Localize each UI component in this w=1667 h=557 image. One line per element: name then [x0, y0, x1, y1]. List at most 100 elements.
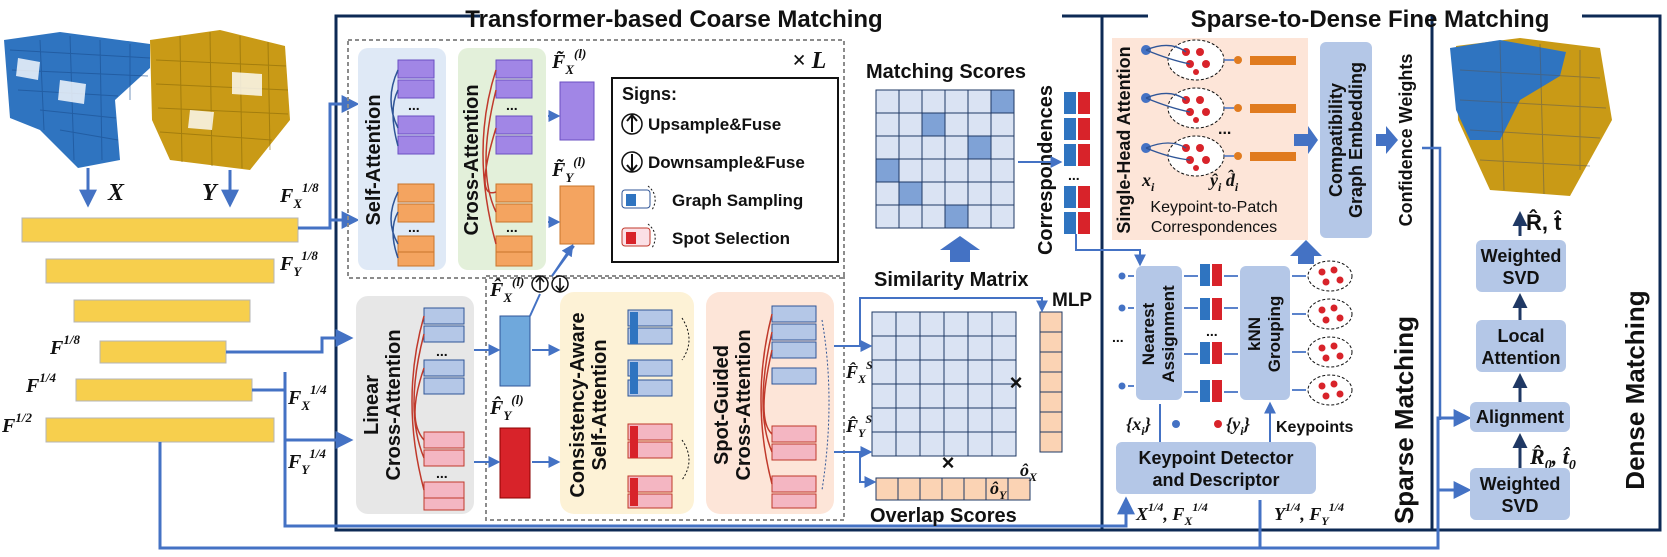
svd-bottom-label-2: SVD	[1501, 496, 1538, 516]
grid-cell	[991, 335, 1017, 361]
grid-cell	[897, 477, 921, 501]
svg-text:...: ...	[408, 219, 420, 235]
grid-cell	[991, 311, 1017, 337]
sign-graph-sampling: Graph Sampling	[672, 191, 803, 210]
grid-cell	[967, 383, 993, 409]
grid-cell	[895, 359, 921, 385]
signs-title: Signs:	[622, 84, 677, 104]
linear-label: Linear	[361, 375, 383, 435]
svg-text:...: ...	[408, 97, 420, 113]
overlap-row	[875, 477, 1031, 501]
input-x-feat: X1/4, FX1/4	[1135, 500, 1208, 528]
compat-label-1: Compatibility	[1326, 83, 1346, 197]
detector-label-2: and Descriptor	[1152, 470, 1279, 490]
self-attention-label: Self-Attention	[363, 94, 385, 225]
single-head-label: Single-Head Attention	[1114, 46, 1134, 233]
knn-grouping-box	[1240, 266, 1290, 400]
grid-cell	[898, 181, 923, 206]
grid-cell	[963, 477, 987, 501]
grid-cell	[919, 383, 945, 409]
svd-top-label-2: SVD	[1502, 268, 1539, 288]
set-x-label: {xi}	[1126, 414, 1152, 438]
grid-cell	[921, 158, 946, 183]
grid-cell	[895, 407, 921, 433]
svg-text:...: ...	[506, 97, 518, 113]
matching-scores-grid	[875, 89, 1015, 229]
grid-cell	[990, 112, 1015, 137]
grid-cell	[967, 135, 992, 160]
local-attn-label-2: Attention	[1482, 348, 1561, 368]
knn-label-1: kNN	[1245, 317, 1264, 351]
compatibility-box	[1320, 42, 1372, 238]
consistency-token-stacks	[627, 309, 690, 509]
grid-cell	[875, 89, 900, 114]
grid-cell	[944, 181, 969, 206]
sparse-title: Sparse Matching	[1389, 316, 1419, 524]
grid-cell	[919, 335, 945, 361]
grid-cell	[898, 158, 923, 183]
grid-cell	[1039, 331, 1063, 353]
grid-cell	[990, 135, 1015, 160]
matching-scores-label: Matching Scores	[866, 61, 1026, 83]
nearest-label-2: Assignment	[1159, 285, 1178, 383]
grid-cell	[944, 89, 969, 114]
grid-cell	[919, 311, 945, 337]
grid-cell	[895, 383, 921, 409]
repeat-label: × L	[792, 48, 826, 74]
up-arrow-to-matching	[940, 236, 980, 262]
alignment-box	[1470, 402, 1570, 432]
confidence-label: Confidence Weights	[1396, 54, 1416, 227]
sign-spot-selection: Spot Selection	[672, 229, 790, 248]
input-y-label: Y	[202, 180, 219, 206]
svg-text:...: ...	[436, 465, 448, 481]
nearest-label-1: Nearest	[1139, 302, 1158, 365]
kp-patch-label-1: Keypoint-to-Patch	[1150, 199, 1277, 216]
grid-cell	[967, 181, 992, 206]
fy-hat-block	[499, 427, 531, 499]
grid-cell	[898, 204, 923, 229]
grid-cell	[919, 359, 945, 385]
grid-cell	[944, 204, 969, 229]
grid-cell	[921, 204, 946, 229]
grid-cell	[943, 359, 969, 385]
yi-di-label: ŷi d̂i	[1208, 169, 1239, 194]
grid-cell	[943, 383, 969, 409]
fine-frame	[1102, 14, 1662, 532]
cross-attn-token-stacks: ... ...	[482, 59, 533, 267]
grid-cell	[943, 407, 969, 433]
grid-cell	[895, 335, 921, 361]
single-head-rows	[1141, 39, 1296, 177]
grid-cell	[1039, 311, 1063, 333]
grid-cell	[871, 311, 897, 337]
grid-cell	[875, 204, 900, 229]
grid-cell	[921, 135, 946, 160]
grid-cell	[967, 89, 992, 114]
rt-hat-label: R̂, t̂	[1526, 209, 1562, 235]
coarse-title: Transformer-based Coarse Matching	[465, 6, 882, 33]
svd-bottom-label-1: Weighted	[1480, 474, 1561, 494]
grid-cell	[871, 335, 897, 361]
coarse-upper-dashed	[347, 39, 845, 279]
mlp-label: MLP	[1052, 290, 1092, 311]
svg-text:...: ...	[1112, 329, 1124, 345]
grid-cell	[871, 383, 897, 409]
grid-cell	[967, 359, 993, 385]
fx-tilde-label: F̃X(l)	[551, 46, 586, 77]
svg-text:...: ...	[1206, 323, 1218, 339]
cross-attention-label: Cross-Attention	[461, 84, 483, 235]
correspondence-tokens: ...	[1064, 92, 1090, 234]
input-y-feat: Y1/4, FY1/4	[1274, 500, 1344, 528]
grid-cell	[871, 359, 897, 385]
grid-cell	[990, 204, 1015, 229]
grid-cell	[943, 311, 969, 337]
grid-cell	[967, 311, 993, 337]
pyramid-connectors	[158, 95, 1472, 550]
set-y-label: {yi}	[1226, 414, 1251, 438]
svg-text:...: ...	[506, 219, 518, 235]
grid-cell	[875, 112, 900, 137]
spot-guided-label: Spot-Guided	[711, 345, 733, 465]
grid-cell	[943, 335, 969, 361]
grid-cell	[871, 407, 897, 433]
grid-cell	[967, 204, 992, 229]
arrow-up-from-knn	[1290, 240, 1322, 264]
